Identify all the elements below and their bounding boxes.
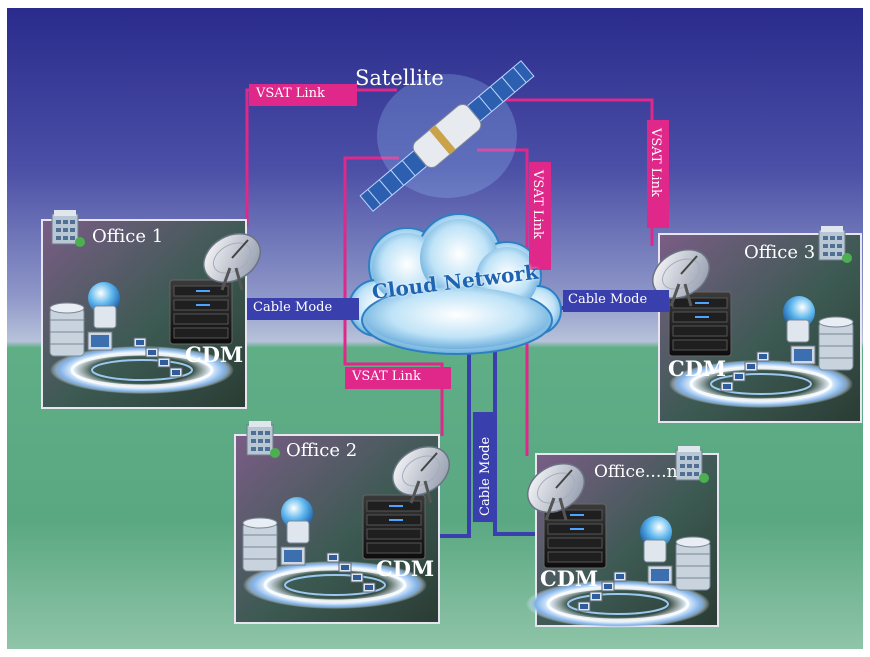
office-n-cdm-label: CDM <box>540 566 599 591</box>
cable-label-box-vertical <box>473 412 495 522</box>
cable-label-left: Cable Mode <box>253 300 333 315</box>
vsat-label-box-bottom <box>345 367 451 389</box>
office-1-cdm-label: CDM <box>185 342 244 367</box>
vsat-label-center: VSAT Link <box>530 169 545 239</box>
office-1-label: Office 1 <box>92 226 164 247</box>
cable-line-office2 <box>435 326 471 538</box>
cable-line-officen <box>493 338 537 536</box>
vsat-label-right: VSAT Link <box>648 127 663 197</box>
office-2-label: Office 2 <box>286 440 358 461</box>
office-3-label: Office 3 <box>744 242 816 263</box>
office-2-box <box>234 420 460 624</box>
cable-label-box-left <box>247 298 359 320</box>
satellite-icon <box>359 60 535 212</box>
satellite-label: Satellite <box>355 66 444 90</box>
server-icon <box>543 503 607 569</box>
vsat-line-officen <box>477 148 529 456</box>
cable-label-vertical: Cable Mode <box>478 437 493 516</box>
vsat-label-box-top <box>249 84 357 106</box>
office-2-cdm-label: CDM <box>376 556 435 581</box>
office-1-box <box>41 209 271 409</box>
cable-label-right: Cable Mode <box>568 292 648 307</box>
office-n-box <box>517 445 719 630</box>
office-3-box <box>642 225 862 423</box>
office-3-cdm-label: CDM <box>668 356 727 381</box>
vsat-label-box-center <box>529 162 551 270</box>
vsat-label-bottom: VSAT Link <box>352 369 421 384</box>
office-n-label: Office....n <box>594 462 678 482</box>
vsat-label-top: VSAT Link <box>256 86 325 101</box>
server-icon <box>362 494 426 560</box>
cable-label-box-right <box>563 290 669 312</box>
server-icon <box>668 291 732 357</box>
cloud-icon <box>348 213 562 355</box>
cable-label-boxes <box>247 290 669 522</box>
vsat-label-box-right <box>647 120 669 228</box>
vsat-label-boxes <box>249 84 669 389</box>
diagram-canvas: VSAT Link VSAT Link Cable Mode <box>7 8 863 649</box>
